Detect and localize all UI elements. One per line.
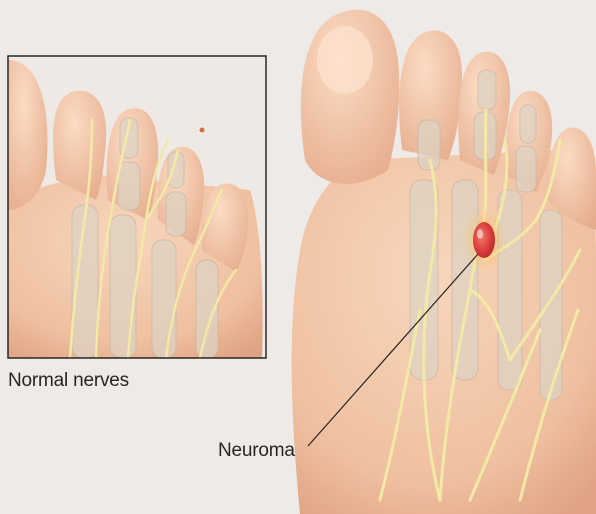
neuroma-highlight [477, 229, 483, 239]
big-toe-highlight [317, 26, 373, 94]
main-foot-illustration [292, 10, 596, 514]
normal-nerves-label: Normal nerves [8, 370, 129, 392]
inset-normal-nerves [8, 56, 266, 358]
inset-dot-marker [200, 128, 205, 133]
neuroma-label: Neuroma [218, 440, 295, 462]
neuroma-mass [473, 222, 495, 258]
